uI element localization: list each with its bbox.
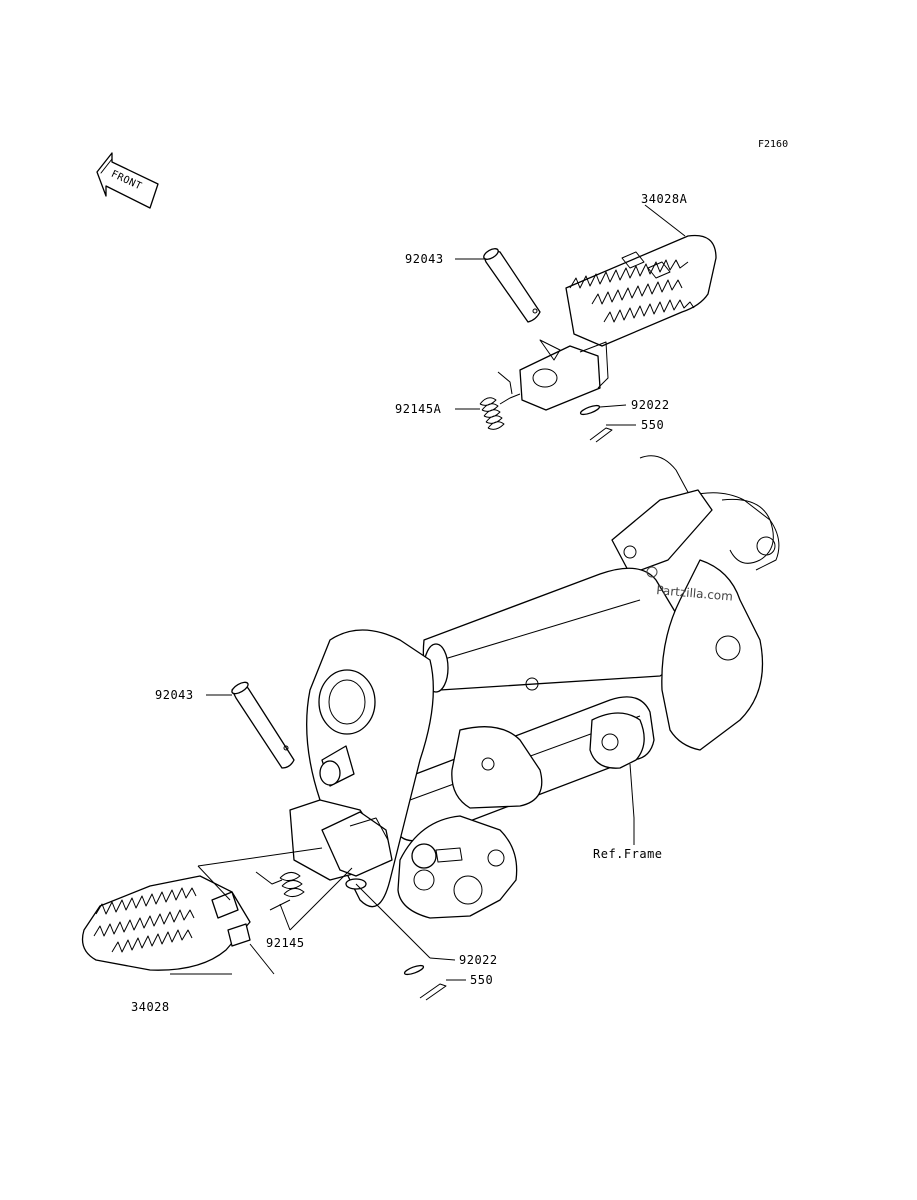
callout-lower-cotter: 550 (470, 973, 493, 987)
callout-upper-cotter: 550 (641, 418, 664, 432)
watermark: Partzilla.com (656, 583, 734, 604)
front-arrow-icon: FRONT (96, 152, 159, 209)
lower-leader-lines (170, 694, 635, 981)
callout-lower-spring: 92145 (266, 936, 305, 950)
callout-lower-footpeg: 34028 (131, 1000, 170, 1014)
upper-footpeg-assembly (479, 234, 717, 443)
callout-ref-frame: Ref.Frame (593, 847, 663, 861)
upper-leader-lines (455, 204, 686, 426)
callout-lower-washer: 92022 (459, 953, 498, 967)
callout-upper-spring: 92145A (395, 402, 442, 416)
callout-upper-washer: 92022 (631, 398, 670, 412)
callout-upper-footpeg: 34028A (641, 192, 688, 206)
watermark-copyright-icon (646, 566, 658, 578)
diagram-code: F2160 (758, 139, 788, 150)
lower-footpeg-assembly (81, 681, 447, 1001)
callout-lower-pin: 92043 (155, 688, 194, 702)
callout-upper-pin: 92043 (405, 252, 444, 266)
